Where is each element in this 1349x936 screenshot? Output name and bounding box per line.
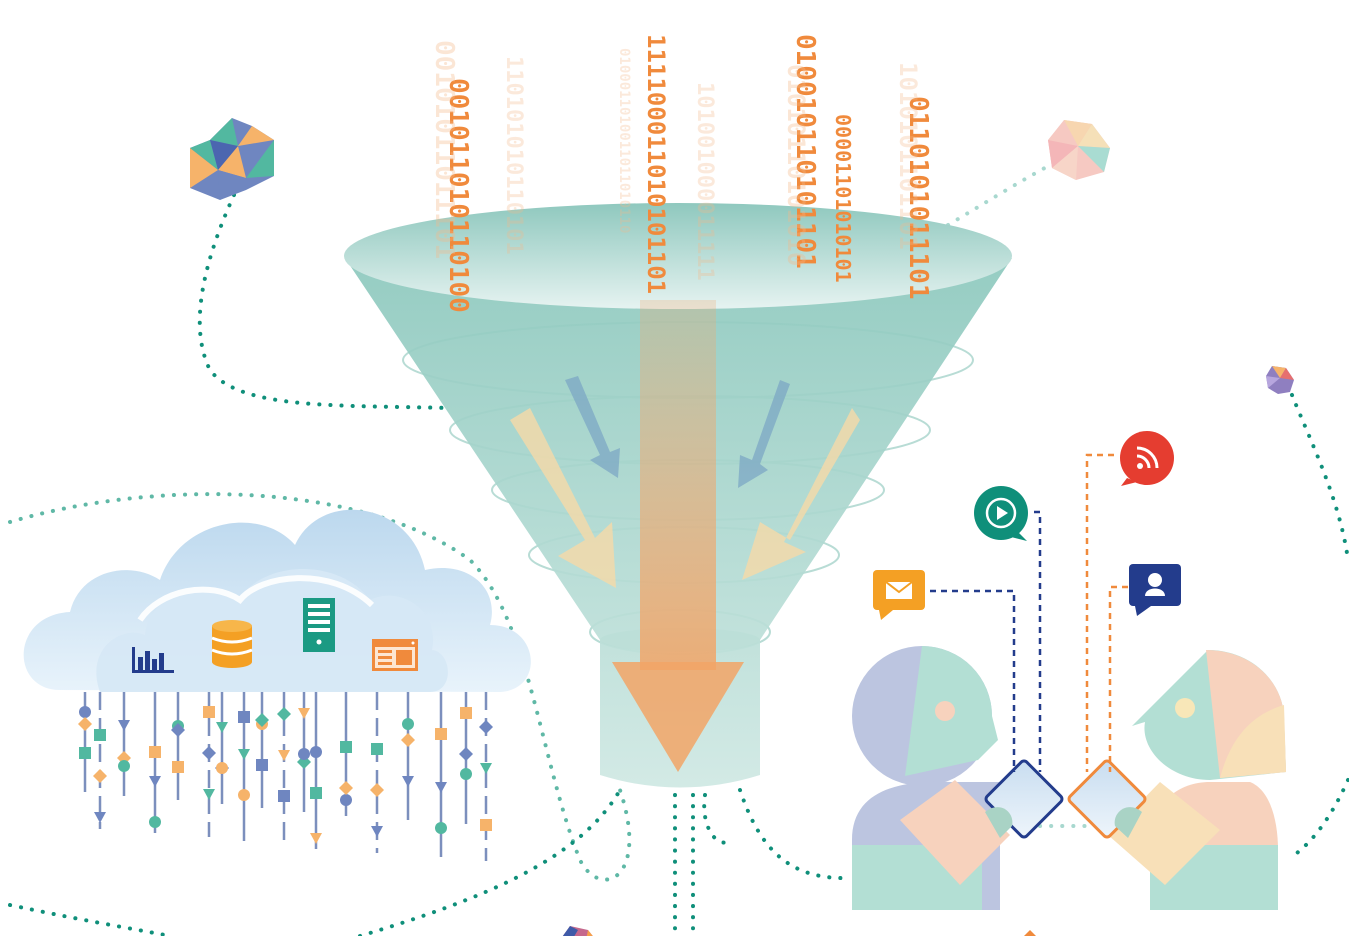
rain-marker	[435, 782, 447, 793]
rain-marker	[298, 708, 310, 719]
rain-marker	[216, 722, 228, 733]
rain-marker	[340, 794, 352, 806]
rain-marker	[78, 717, 92, 731]
bottom-shard-icon	[1024, 930, 1036, 936]
person-right	[1108, 650, 1286, 910]
binary-stream: 001011010110100	[443, 78, 473, 313]
rain-marker	[255, 713, 269, 727]
rain-marker	[149, 776, 161, 787]
rain-marker	[371, 743, 383, 755]
binary-stream: 00001101010101	[831, 114, 855, 283]
person-left	[852, 646, 1010, 910]
rain-marker	[480, 763, 492, 774]
rain-marker	[238, 711, 250, 723]
rain-marker	[310, 787, 322, 799]
rain-marker	[149, 746, 161, 758]
rain-marker	[238, 749, 250, 760]
binary-stream: 101001000011111	[692, 82, 717, 281]
mail-icon	[873, 570, 925, 620]
rain-marker	[479, 720, 493, 734]
social-connectors	[930, 453, 1128, 772]
rain-marker	[435, 728, 447, 740]
binary-stream: 1010101101101	[894, 62, 922, 250]
bottom-gem-icon	[562, 926, 593, 936]
rain-marker	[94, 729, 106, 741]
server-icon	[303, 598, 335, 652]
rain-marker	[459, 747, 473, 761]
bar-chart-icon	[132, 647, 174, 673]
rain-marker	[79, 747, 91, 759]
binary-stream: 00101011011101	[429, 40, 459, 259]
rain-marker	[256, 759, 268, 771]
binary-stream: 010010110101101	[790, 34, 820, 269]
rss-icon	[1120, 431, 1174, 486]
rain-marker	[402, 718, 414, 730]
rain-marker	[93, 769, 107, 783]
rain-marker	[340, 741, 352, 753]
rain-marker	[402, 776, 414, 787]
binary-stream: 111100011010101101	[642, 34, 670, 294]
rain-marker	[203, 789, 215, 800]
database-icon	[211, 620, 253, 668]
rain-marker	[460, 707, 472, 719]
binary-stream: 01010110101010	[782, 64, 810, 266]
rain-marker	[171, 723, 185, 737]
data-cloud	[23, 509, 531, 692]
rain-marker	[460, 768, 472, 780]
rain-marker	[172, 761, 184, 773]
pastel-gem-icon	[1048, 120, 1110, 180]
rain-marker	[435, 822, 447, 834]
rain-marker	[202, 746, 216, 760]
rain-marker	[118, 720, 130, 731]
play-icon	[974, 486, 1028, 541]
rain-marker	[401, 733, 415, 747]
funnel-arrows	[510, 300, 860, 772]
rain-marker	[298, 748, 310, 760]
data-rain	[78, 692, 493, 861]
rain-marker	[94, 812, 106, 823]
rain-marker	[203, 706, 215, 718]
rain-marker	[216, 762, 228, 774]
dotted-connectors	[8, 158, 1349, 936]
rain-marker	[149, 816, 161, 828]
user-chat-icon	[1129, 564, 1181, 616]
rain-marker	[310, 746, 322, 758]
browser-window-icon	[372, 639, 418, 671]
rain-marker	[238, 789, 250, 801]
small-gem-icon	[1266, 366, 1294, 394]
rain-marker	[277, 707, 291, 721]
binary-stream: 0100011010011011010110	[616, 48, 632, 233]
rain-marker	[278, 790, 290, 802]
rain-marker	[118, 760, 130, 772]
binary-stream: 110101010110101	[501, 56, 526, 255]
rain-marker	[480, 819, 492, 831]
rain-marker	[339, 781, 353, 795]
rain-marker	[310, 833, 322, 844]
hands	[985, 807, 1142, 838]
geometric-cube-icon	[190, 118, 274, 200]
rain-marker	[370, 783, 384, 797]
rain-marker	[278, 750, 290, 761]
binary-stream: 0110101011101	[903, 96, 933, 300]
rain-marker	[79, 706, 91, 718]
rain-marker	[371, 826, 383, 837]
